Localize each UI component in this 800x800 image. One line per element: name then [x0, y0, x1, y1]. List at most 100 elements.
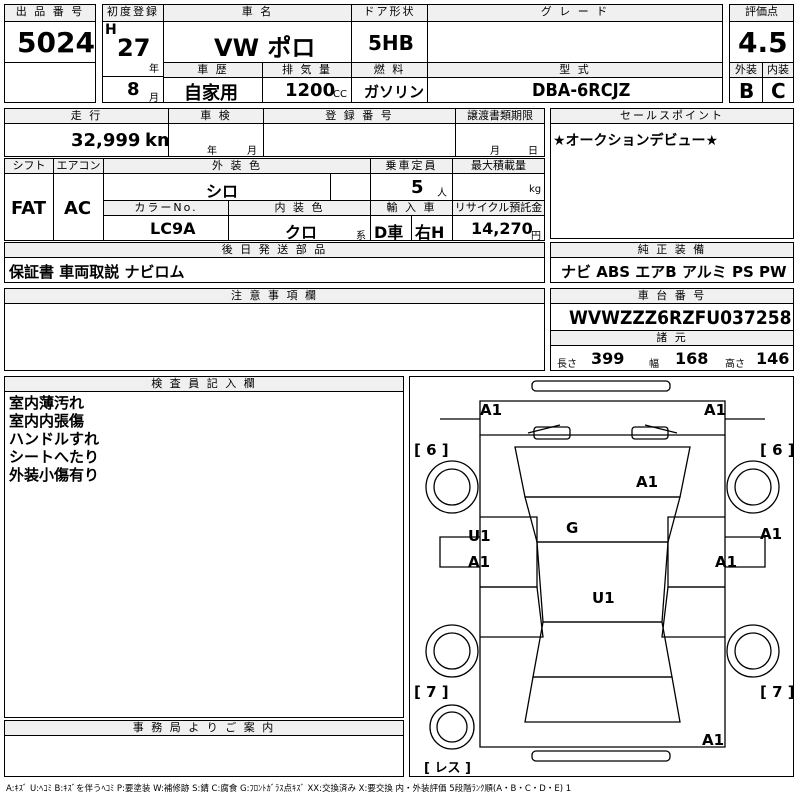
ext-color: シロ	[206, 182, 239, 201]
tire-mark-rear-left: [ 7 ]	[414, 683, 449, 701]
color-no-header: カラーNo.	[103, 200, 229, 216]
recycle-unit: 円	[531, 231, 541, 242]
int-color: クロ	[285, 223, 318, 242]
inspection-month-unit: 月	[247, 146, 257, 157]
rear-bumper	[531, 750, 671, 762]
tire-rear-right-value: 7	[772, 683, 783, 701]
right-front-door	[667, 516, 725, 588]
int-color-cell: クロ 系	[228, 215, 371, 242]
aircon-cell: AC	[53, 173, 104, 241]
mileage: 32,999	[71, 130, 141, 151]
recycle-fee: 14,270	[471, 219, 533, 238]
tire-mark-front-left: [ 6 ]	[414, 441, 449, 459]
first-registration-header: 初度登録	[102, 4, 164, 22]
later-parts: 保証書 車両取説 ナビロム	[9, 263, 185, 281]
fuel-cell: ガソリン	[351, 77, 428, 103]
inspector-note: シートへたり	[9, 448, 100, 466]
fuel-header: 燃 料	[351, 62, 428, 78]
genuine-equipment-header: 純 正 装 備	[550, 242, 794, 258]
office-info-cell	[4, 735, 404, 777]
width: 168	[675, 349, 709, 368]
score-cell: 4.5	[729, 21, 794, 63]
inspector-notes-cell: 室内薄汚れ 室内内張傷 ハンドルすれ シートへたり 外装小傷有り	[4, 391, 404, 718]
shift-cell: FAT	[4, 173, 54, 241]
door-type: 5HB	[368, 31, 414, 55]
tire-mark-front-right: [ 6 ]	[760, 441, 795, 459]
era: H	[105, 22, 117, 38]
recycle-cell: 14,270 円	[452, 215, 545, 242]
right-rear-door	[661, 586, 725, 638]
transfer-month-unit: 月	[490, 146, 500, 157]
displacement: 1200	[285, 80, 336, 101]
capacity-cell: 5 人	[370, 173, 453, 201]
transfer-deadline-header: 譲渡書類期限	[455, 108, 545, 124]
tire-rear-left-value: 7	[426, 683, 437, 701]
aircon-header: エアコン	[53, 158, 104, 174]
transfer-day-unit: 日	[528, 146, 538, 157]
mark-right-side-1: A1	[760, 525, 783, 543]
tire-front-right-value: 6	[772, 441, 783, 459]
exterior-score: B	[739, 79, 755, 103]
height-label: 高さ	[725, 359, 745, 370]
roof	[536, 541, 669, 623]
width-label: 幅	[649, 359, 659, 370]
trunk	[524, 676, 681, 723]
chassis-number: WVWZZZ6RZFU037258	[569, 307, 792, 329]
lot-number: 5024	[17, 26, 95, 59]
first-registration-month-cell: 8 月	[102, 76, 164, 104]
mark-left-side-1: U1	[468, 527, 491, 545]
height: 146	[756, 349, 790, 368]
car-name-cell: VW ポロ	[163, 21, 352, 63]
mileage-cell: 32,999 km	[4, 123, 176, 157]
import-type: D車	[374, 223, 404, 242]
inspector-note: 室内内張傷	[9, 412, 85, 430]
registration-month: 8	[127, 79, 140, 100]
sales-point-cell: ★オークションデビュー★	[550, 123, 794, 239]
car-name: VW ポロ	[214, 34, 316, 62]
genuine-equipment: ナビ ABS エアB アルミ PS PW	[561, 263, 787, 281]
max-load-unit: kg	[529, 184, 542, 195]
mark-hood: A1	[636, 473, 659, 491]
rear-left-wheel	[425, 624, 479, 678]
first-registration-year-cell: H 27 年	[102, 21, 164, 77]
int-color-suffix: 系	[356, 231, 366, 242]
door-cell: 5HB	[351, 21, 428, 63]
inspection-cell: 年 月	[168, 123, 264, 157]
tire-mark-rear-right: [ 7 ]	[760, 683, 795, 701]
int-color-header: 内 装 色	[228, 200, 371, 216]
rear-right-wheel	[726, 624, 780, 678]
color-no-cell: LC9A	[103, 215, 229, 241]
overall-score: 4.5	[738, 26, 788, 59]
notes-cell	[4, 303, 545, 371]
car-name-header: 車 名	[163, 4, 352, 22]
spare-tire	[429, 704, 475, 750]
inspector-note: ハンドルすれ	[9, 430, 100, 448]
car-history: 自家用	[184, 83, 238, 104]
grade-cell	[427, 21, 723, 63]
shift-header: シフト	[4, 158, 54, 174]
max-load-cell: kg	[452, 173, 545, 201]
model-code: DBA-6RCJZ	[532, 80, 631, 101]
steering: 右H	[415, 223, 445, 242]
steering-cell: 右H	[411, 215, 453, 242]
history-header: 車 歴	[163, 62, 263, 78]
interior-score: C	[771, 79, 786, 103]
inspector-note: 室内薄汚れ	[9, 394, 85, 412]
registration-year: 27	[117, 34, 151, 62]
grade-header: グ レ ー ド	[427, 4, 723, 22]
front-bumper	[531, 380, 671, 392]
front-right-wheel	[726, 460, 780, 514]
model-cell: DBA-6RCJZ	[427, 77, 723, 103]
spare-value: レス	[434, 761, 461, 776]
mark-roof: U1	[592, 589, 615, 607]
mileage-header: 走 行	[4, 108, 169, 124]
lot-number-header: 出 品 番 号	[4, 4, 96, 22]
body-outline	[479, 435, 726, 748]
lot-number-blank	[4, 62, 96, 103]
later-parts-header: 後 日 発 送 部 品	[4, 242, 545, 258]
hood	[514, 446, 691, 498]
aircon: AC	[64, 198, 92, 219]
inspector-note: 外装小傷有り	[9, 466, 100, 484]
later-parts-cell: 保証書 車両取説 ナビロム	[4, 257, 545, 283]
year-unit: 年	[149, 64, 159, 75]
